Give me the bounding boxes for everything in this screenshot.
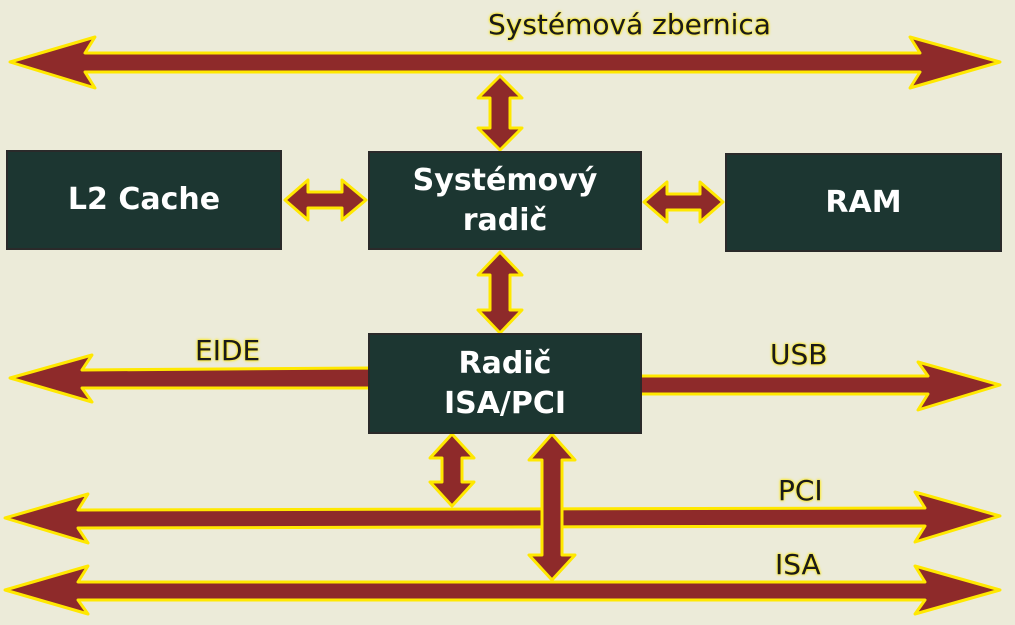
l2-cache-box: L2 Cache (8, 152, 280, 248)
isa-bus-arrow (3, 564, 1002, 616)
isa-pci-to-pci-arrow (428, 432, 476, 508)
isa-pci-label-line2: ISA/PCI (443, 385, 567, 421)
isa-pci-to-isa-arrow (527, 432, 577, 582)
isa-pci-controller-box: Radič ISA/PCI (370, 335, 640, 432)
usb-bus-arrow (638, 360, 1002, 412)
controller-ram-arrow (642, 180, 725, 224)
eide-label: EIDE (195, 334, 261, 367)
system-controller-label-line2: radič (462, 202, 548, 238)
ram-box: RAM (727, 155, 1000, 250)
isa-label: ISA (775, 548, 821, 581)
pci-bus-arrow (3, 490, 1002, 545)
bus-to-controller-arrow (476, 74, 524, 152)
cache-controller-arrow (283, 178, 368, 222)
controller-to-isa-pci-arrow (476, 250, 524, 335)
system-controller-label-line1: Systémový (412, 162, 598, 198)
isa-pci-label-line1: Radič (458, 345, 552, 381)
system-bus-arrow (8, 35, 1002, 90)
eide-bus-arrow (8, 353, 372, 404)
system-bus-label: Systémová zbernica (488, 8, 771, 41)
pci-label: PCI (778, 474, 823, 507)
system-controller-box: Systémový radič (370, 153, 640, 248)
ram-label: RAM (825, 184, 902, 220)
l2-cache-label: L2 Cache (67, 182, 221, 217)
usb-label: USB (770, 338, 828, 371)
